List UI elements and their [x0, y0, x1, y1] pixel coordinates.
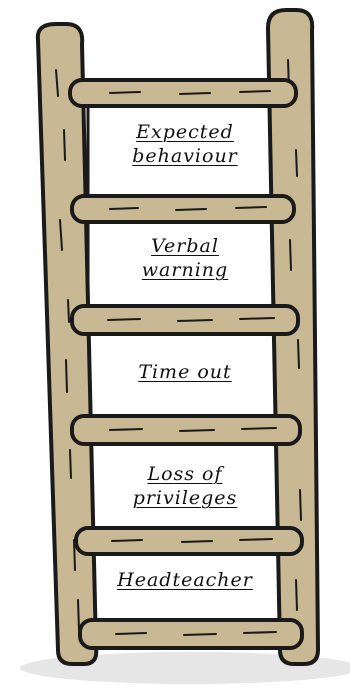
step-label-loss-of-privileges: Loss of privileges [92, 462, 278, 510]
step-1-line-1: Expected [92, 120, 278, 144]
step-label-expected-behaviour: Expected behaviour [92, 120, 278, 168]
step-4-line-2: privileges [92, 486, 278, 510]
step-label-time-out: Time out [92, 360, 278, 384]
step-5-line-1: Headteacher [92, 568, 278, 592]
step-1-line-2: behaviour [92, 144, 278, 168]
step-4-line-1: Loss of [92, 462, 278, 486]
step-2-line-2: warning [92, 258, 278, 282]
step-3-line-1: Time out [92, 360, 278, 384]
step-label-verbal-warning: Verbal warning [92, 234, 278, 282]
step-label-headteacher: Headteacher [92, 568, 278, 592]
step-2-line-1: Verbal [92, 234, 278, 258]
